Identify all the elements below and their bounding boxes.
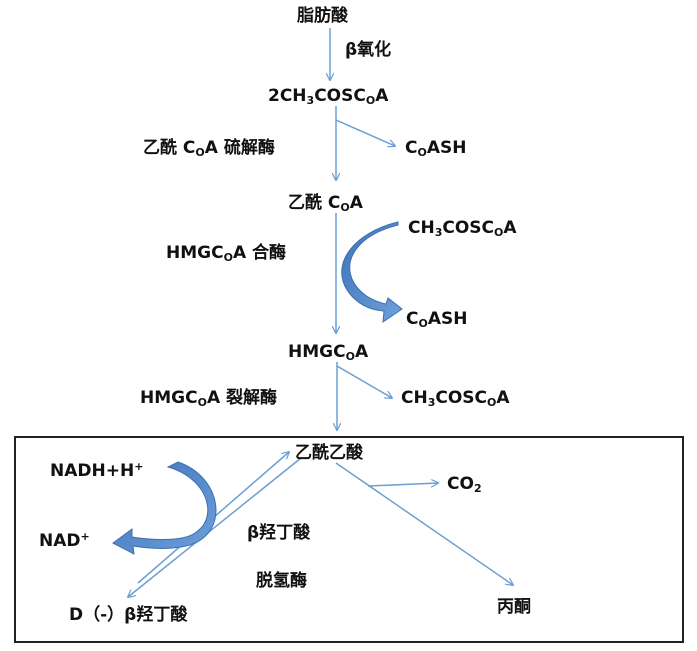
acetyl-coa-out-label: CH3COSCOA bbox=[401, 388, 510, 409]
co2-label: CO2 bbox=[447, 474, 482, 495]
beta-oxidation-label: β氧化 bbox=[345, 40, 392, 60]
arrow-to-acetylcoa-out bbox=[336, 365, 392, 398]
arrow-to-hydroxybutyrate bbox=[128, 457, 302, 597]
coash-2-label: COASH bbox=[406, 309, 468, 330]
hmg-synthase-label: HMGCOA 合酶 bbox=[166, 243, 287, 264]
acetyl-coa-in-label: CH3COSCOA bbox=[408, 218, 517, 239]
thiolase-label: 乙酰 COA 硫解酶 bbox=[143, 138, 275, 159]
acetyl-coa-label: 乙酰 COA bbox=[288, 193, 363, 214]
hbdh-label-line2: 脱氢酶 bbox=[256, 571, 307, 591]
hmg-coa-label: HMGCOA bbox=[288, 342, 369, 363]
curved-arrow-nadh bbox=[112, 461, 217, 555]
fatty-acid-label: 脂肪酸 bbox=[297, 6, 348, 26]
hmg-lyase-label: HMGCOA 裂解酶 bbox=[140, 388, 278, 409]
nad-label: NAD+ bbox=[39, 530, 90, 551]
curved-arrow-hmg-synthase bbox=[341, 221, 403, 324]
coash-1-label: COASH bbox=[405, 138, 467, 159]
acetone-label: 丙酮 bbox=[497, 597, 531, 617]
acetyl-coa-2-label: 2CH3COSCOA bbox=[268, 86, 389, 107]
arrow-to-acetone bbox=[335, 462, 513, 585]
arrow-to-co2 bbox=[367, 483, 438, 486]
acetoacetate-label: 乙酰乙酸 bbox=[295, 443, 363, 463]
ketone-bodies-box bbox=[14, 436, 684, 643]
nadh-label: NADH+H+ bbox=[50, 460, 144, 481]
arrow-to-coash-1 bbox=[335, 119, 395, 146]
hbdh-label-line1: β羟丁酸 bbox=[247, 523, 311, 543]
beta-hydroxybutyrate-label: D（-）β羟丁酸 bbox=[69, 605, 188, 625]
